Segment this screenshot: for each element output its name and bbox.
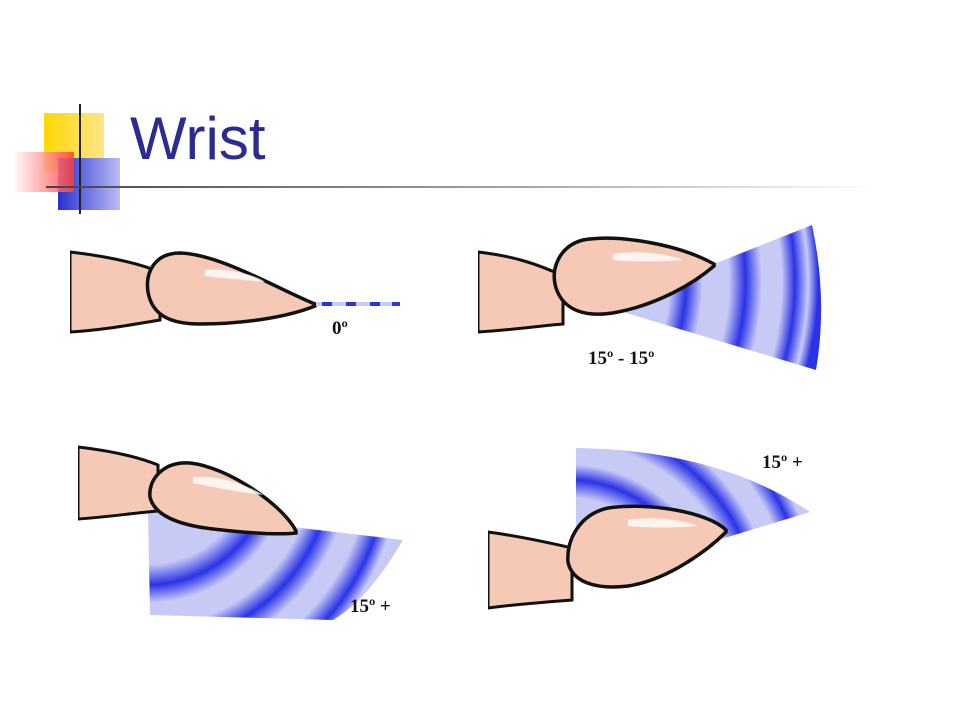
finger-illustration-4 [488,448,810,610]
finger-illustration-2 [478,225,822,370]
fingertip [145,251,317,326]
slide-title: Wrist [130,105,266,172]
finger-illustration-1 [70,250,400,334]
wave-fan [623,225,822,370]
title-decoration [12,104,876,214]
fingertip-highlight [628,518,698,528]
fingertip-highlight [193,476,263,495]
angle-label: 15º - 15º [588,348,655,369]
finger-base [70,250,162,334]
wave-line [316,302,400,306]
panel-zero-degrees: 0º [70,220,410,400]
title-underline [46,186,876,188]
panel-fifteen-plus-up: 15º + [488,440,830,620]
finger-base [478,250,565,334]
vertical-rule [79,104,81,214]
fingertip-highlight [205,269,265,282]
red-square [12,152,74,192]
panel-fifteen-fifteen: 15º - 15º [478,220,830,400]
angle-label: 15º + [762,452,803,473]
fingertip [566,504,728,589]
wave-fan [148,510,403,620]
finger-illustration-3 [78,445,403,620]
angle-label: 0º [332,318,348,339]
angle-label: 15º + [350,596,391,617]
fingertip [148,461,298,536]
finger-base [78,445,160,521]
fingertip-highlight [613,252,683,262]
panel-fifteen-plus-down: 15º + [78,435,418,630]
finger-base [488,530,574,610]
